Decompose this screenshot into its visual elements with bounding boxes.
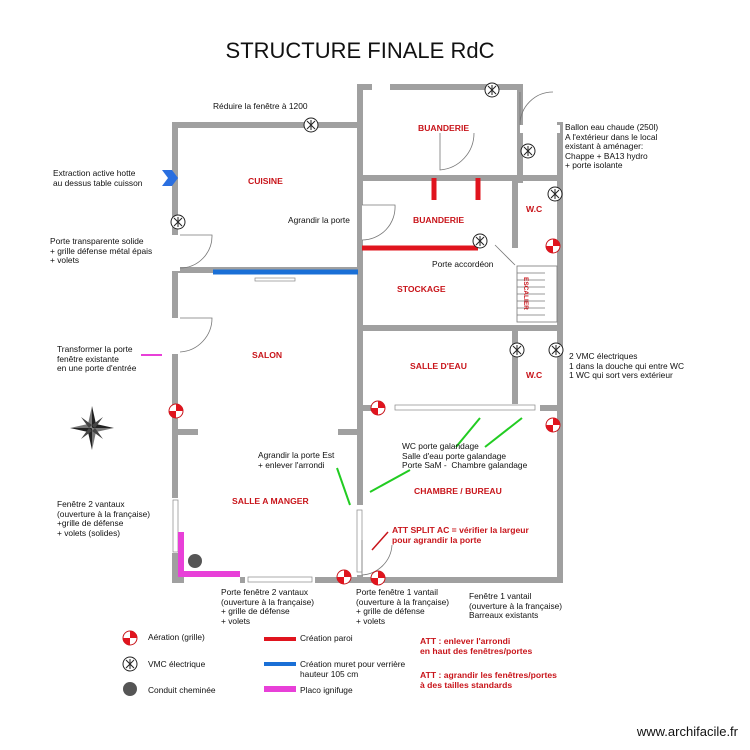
room-wc-mid: W.C: [526, 370, 543, 380]
vmc-icon: [520, 143, 536, 159]
page-title: STRUCTURE FINALE RdC: [225, 38, 495, 63]
annotation-lines: [336, 417, 523, 506]
note-arrondi: ATT : enlever l'arrondi en haut des fenê…: [420, 636, 533, 656]
cheminee-icon: [188, 554, 202, 568]
note-agrandir-est: Agrandir la porte Est + enlever l'arrond…: [258, 450, 335, 470]
note-split: ATT SPLIT AC = vérifier la largeur pour …: [392, 525, 529, 545]
vmc-icon: [548, 342, 564, 358]
paroi-lines: [362, 178, 481, 251]
aeration-icon: [370, 400, 386, 416]
room-escalier: ESCALIER: [522, 277, 529, 310]
legend-muret: Création muret pour verrière hauteur 105…: [300, 659, 406, 679]
legend-vmc: VMC électrique: [148, 659, 206, 669]
credit: www.archifacile.fr: [636, 724, 738, 739]
note-fenetre-1v: Fenêtre 1 vantail (ouverture à la frança…: [469, 591, 563, 620]
vmc-icon: [303, 117, 319, 133]
aeration-icon: [122, 630, 138, 646]
legend-aeration: Aération (grille): [148, 632, 205, 642]
aeration-icon: [545, 238, 561, 254]
note-extraction: Extraction active hotte au dessus table …: [53, 168, 143, 188]
room-salle-eau: SALLE D'EAU: [410, 361, 467, 371]
stairs: [516, 265, 558, 323]
note-porte-accordeon: Porte accordéon: [432, 259, 494, 269]
note-vmc: 2 VMC électriques 1 dans la douche qui e…: [569, 351, 684, 380]
aeration-icon: [370, 570, 386, 586]
note-porte-fenetre-1v: Porte fenêtre 1 vantail (ouverture à la …: [356, 587, 450, 626]
note-ballon: Ballon eau chaude (250l) A l'extérieur d…: [565, 122, 659, 170]
vmc-icon: [509, 342, 525, 358]
aeration-icon: [545, 417, 561, 433]
room-wc-top: W.C: [526, 204, 543, 214]
legend-swatches: [264, 637, 296, 692]
note-fenetre-2v-left: Fenêtre 2 vantaux (ouverture à la frança…: [57, 499, 151, 538]
compass-icon: [70, 406, 114, 450]
extraction-icon: [162, 170, 178, 186]
vmc-icon: [547, 186, 563, 202]
aeration-icon: [336, 569, 352, 585]
legend-placo: Placo ignifuge: [300, 685, 353, 695]
room-chambre: CHAMBRE / BUREAU: [414, 486, 502, 496]
note-reduire: Réduire la fenêtre à 1200: [213, 101, 308, 111]
note-standards: ATT : agrandir les fenêtres/portes à des…: [420, 670, 557, 690]
note-porte-transparente: Porte transparente solide + grille défen…: [50, 236, 153, 265]
room-salle-manger: SALLE A MANGER: [232, 496, 309, 506]
room-buanderie-top: BUANDERIE: [418, 123, 470, 133]
placo-line: [178, 532, 240, 577]
vmc-icon: [472, 233, 488, 249]
note-galandage: WC porte galandage Salle d'eau porte gal…: [402, 441, 528, 470]
room-stockage: STOCKAGE: [397, 284, 446, 294]
note-transformer: Transformer la porte fenêtre existante e…: [57, 344, 137, 373]
door-swings: [179, 91, 554, 576]
legend-cheminee: Conduit cheminée: [148, 685, 216, 695]
vmc-icon: [484, 82, 500, 98]
vmc-icon: [122, 656, 138, 672]
room-salon: SALON: [252, 350, 283, 360]
room-buanderie-mid: BUANDERIE: [413, 215, 465, 225]
aeration-icon: [168, 403, 184, 419]
note-porte-fenetre-2v: Porte fenêtre 2 vantaux (ouverture à la …: [221, 587, 315, 626]
vmc-icon: [170, 214, 186, 230]
room-cuisine: CUISINE: [248, 176, 283, 186]
note-agrandir-porte: Agrandir la porte: [288, 215, 350, 225]
legend-paroi: Création paroi: [300, 633, 353, 643]
